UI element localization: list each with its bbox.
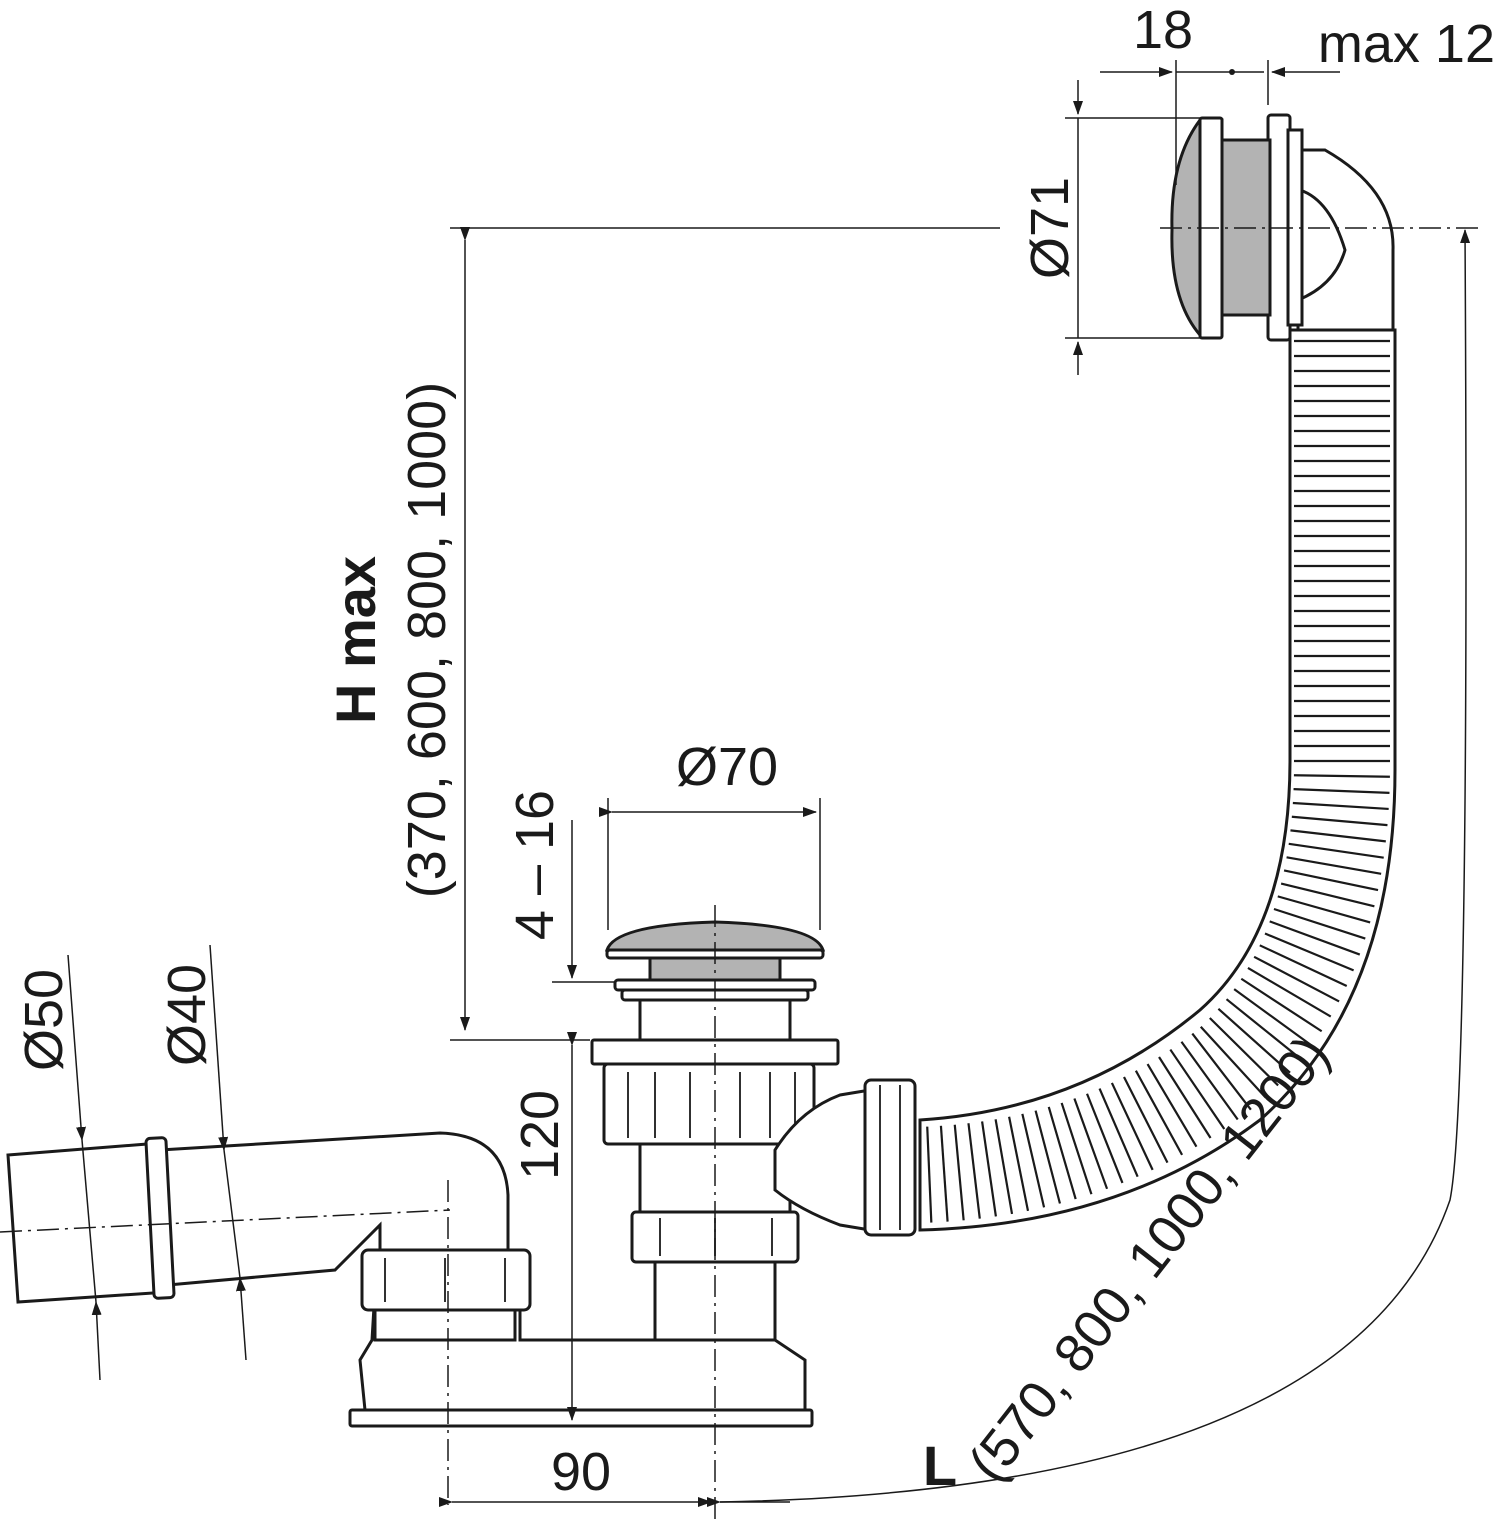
hose-rib <box>1134 1070 1184 1156</box>
hose-rib <box>1286 856 1382 875</box>
hose-rib <box>1034 1110 1061 1204</box>
hose-rib <box>1290 829 1386 843</box>
corrugated-hose <box>918 328 1397 1232</box>
hose-rib <box>1021 1113 1046 1208</box>
outlet-pipe <box>0 1131 510 1505</box>
hose-rib <box>1008 1116 1030 1212</box>
hose-rib <box>1233 988 1313 1047</box>
hose-rib <box>1292 801 1389 811</box>
dimension-lines <box>67 60 1471 1519</box>
hose-rib <box>1180 1041 1239 1121</box>
nut-ribs <box>627 1072 796 1138</box>
label-120: 120 <box>510 1090 570 1180</box>
label-l: L <box>923 1434 957 1497</box>
hose-rib <box>1247 967 1332 1018</box>
hose-rib <box>1253 955 1340 1003</box>
label-d71: Ø71 <box>1020 177 1080 279</box>
hose-rib <box>1291 815 1388 827</box>
hose-rib <box>926 1126 933 1223</box>
hose-rib <box>1264 932 1355 972</box>
hose-rib <box>1073 1098 1109 1190</box>
hose-rib <box>1269 920 1361 956</box>
hose-rib <box>1047 1106 1077 1200</box>
hose-rib <box>1169 1048 1226 1130</box>
hose-rib <box>1191 1032 1252 1111</box>
trap-base <box>348 1248 814 1428</box>
hose-rib <box>967 1123 981 1219</box>
label-max-12: max 12 <box>1318 14 1495 74</box>
hose-rib <box>1283 869 1379 892</box>
hose-rib <box>1293 788 1390 794</box>
label-d70: Ø70 <box>676 737 778 797</box>
label-hmax: H max <box>324 556 387 724</box>
hose-rib <box>1293 774 1390 778</box>
hose-rib <box>994 1119 1014 1215</box>
hose-rib <box>1110 1082 1154 1171</box>
label-90: 90 <box>551 1442 611 1502</box>
hose-rib <box>1277 895 1371 924</box>
label-d50: Ø50 <box>14 969 74 1071</box>
label-d40: Ø40 <box>157 964 217 1066</box>
drain-valve-assembly <box>590 920 917 1344</box>
hose-rib <box>1273 907 1366 940</box>
hose-rib <box>1098 1088 1139 1178</box>
label-4-16: 4 – 16 <box>505 790 565 940</box>
label-18: 18 <box>1133 0 1193 60</box>
hose-rib <box>1146 1063 1198 1148</box>
hose-rib <box>1280 882 1375 908</box>
hose-rib <box>1086 1093 1124 1184</box>
hose-rib <box>1240 977 1323 1033</box>
hose-rib <box>1158 1056 1212 1139</box>
hose-rib <box>1123 1076 1169 1164</box>
hose-rib <box>1259 944 1348 988</box>
hose-rib <box>981 1121 997 1217</box>
hose-rib <box>1288 842 1384 859</box>
hose-rib <box>953 1124 965 1221</box>
label-hmax-values: (370, 600, 800, 1000) <box>397 382 457 898</box>
hose-rib <box>1217 1007 1291 1074</box>
hose-rib <box>1199 1025 1267 1099</box>
hose-rib <box>1209 1017 1279 1087</box>
hose-rib <box>1060 1102 1093 1195</box>
hose-rib <box>939 1125 949 1222</box>
overflow-assembly <box>1160 113 1480 342</box>
hose-rib <box>1225 998 1302 1061</box>
